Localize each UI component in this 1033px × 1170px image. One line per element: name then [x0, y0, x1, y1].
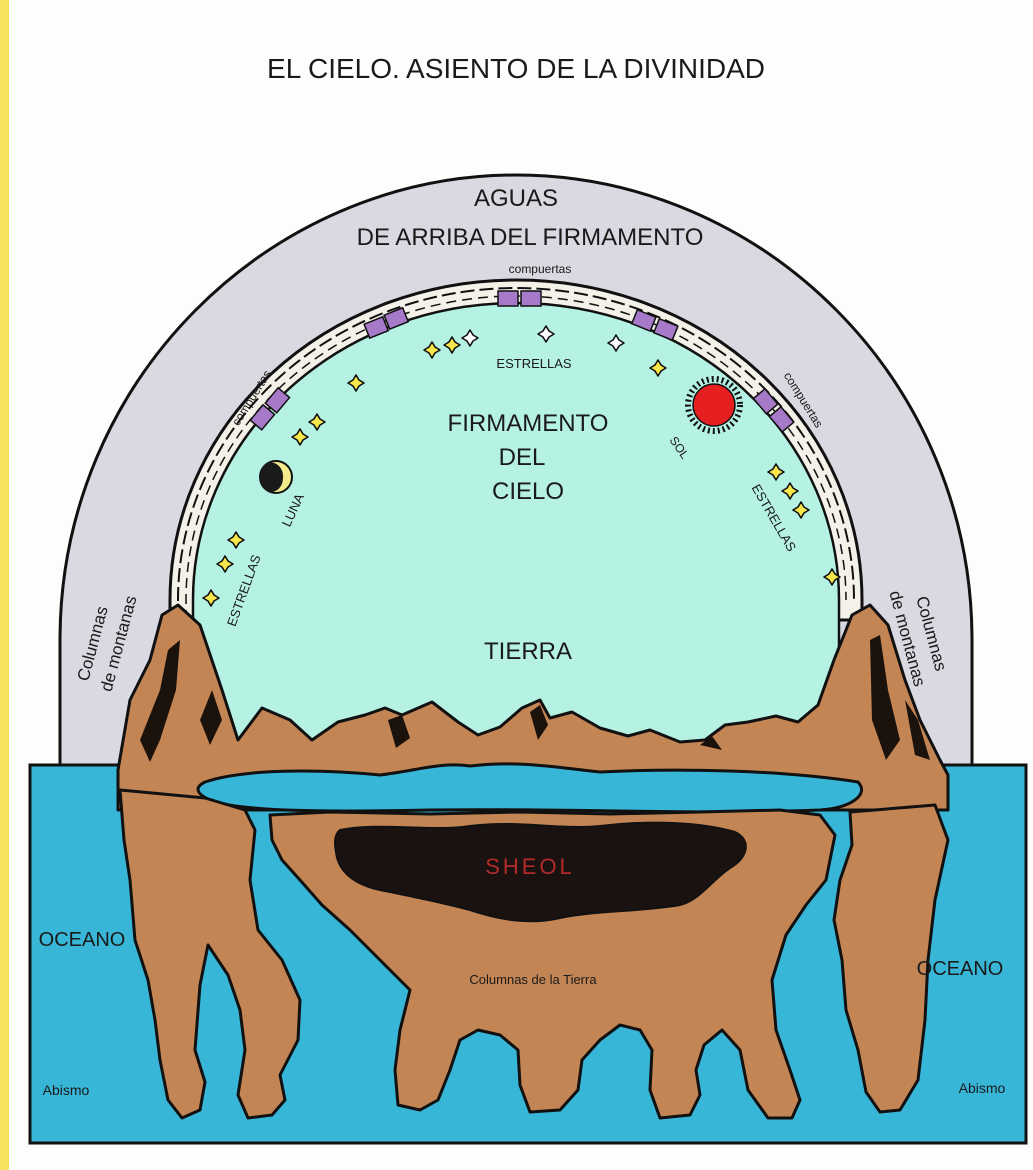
label-columnas-de-la-tierra: Columnas de la Tierra: [469, 972, 597, 987]
label-estrellas-top: ESTRELLAS: [496, 356, 571, 371]
label-de-arriba-firmamento: DE ARRIBA DEL FIRMAMENTO: [357, 224, 704, 251]
label-tierra: TIERRA: [484, 638, 572, 665]
label-compuertas-top: compuertas: [509, 262, 572, 276]
label-oceano-right: OCEANO: [917, 958, 1004, 980]
label-aguas: AGUAS: [474, 185, 558, 212]
label-abismo-left: Abismo: [43, 1082, 90, 1098]
label-firmamento: FIRMAMENTO: [448, 410, 609, 437]
label-abismo-right: Abismo: [959, 1080, 1006, 1096]
label-oceano-left: OCEANO: [39, 929, 126, 951]
label-del: DEL: [499, 444, 546, 471]
label-sheol: SHEOL: [485, 854, 575, 879]
diagram-title: EL CIELO. ASIENTO DE LA DIVINIDAD: [267, 53, 765, 84]
label-cielo: CIELO: [492, 478, 564, 505]
moon-icon: [260, 461, 292, 493]
underground-water: [198, 764, 862, 812]
